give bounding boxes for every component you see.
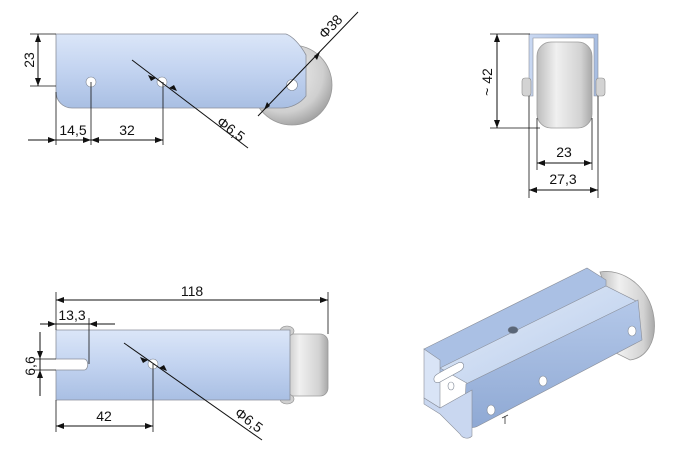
dim-slot-width: 6,6 [22,332,56,396]
end-wheel [536,41,593,129]
iso-side-hole-1 [538,375,548,387]
dim-height-label: 23 [21,52,37,68]
dim-hole-position: 42 [55,364,154,432]
dim-slot-depth-label: 13,3 [58,307,85,323]
dim-hole-diameter-label: Φ6,5 [214,113,248,144]
iso-axis-mark [501,414,509,424]
isometric-view [423,267,655,439]
dim-hole-offset-label: 14,5 [59,122,86,138]
dim-total-height-label: ~ 42 [479,68,495,96]
iso-end-hole [447,381,455,391]
dim-total-height: ~ 42 [479,33,540,129]
dim-overall-width-label: 27,3 [549,171,576,187]
dim-wheel-width-label: 23 [556,144,572,160]
axle-head-right [595,77,606,97]
iso-top-hole [507,326,519,334]
dim-overall-width: 27,3 [528,96,599,198]
wheel-side [283,333,329,397]
axle-hole [286,79,298,91]
dim-length: 118 [55,283,329,334]
iso-slot [433,362,464,383]
bracket-bottom-body [55,329,291,401]
iso-side-hole-2 [486,404,496,416]
axle-head-left [521,77,532,97]
dim-hole-spacing-label: 32 [119,122,135,138]
end-view: ~ 42 23 27,3 [479,33,606,198]
dim-hole-spacing: 14,5 32 [28,82,164,145]
end-bracket [528,33,599,97]
dim-wheel-diameter-label: Φ38 [315,11,345,42]
dim-hole-position-label: 42 [96,408,112,424]
side-view-top: 23 14,5 32 Φ6,5 Φ38 [21,11,359,149]
iso-axle-hole [627,325,637,337]
dim-slot-width-label: 6,6 [22,356,38,376]
iso-end-face-bottom [423,389,473,439]
dim-wheel-width: 23 [536,118,593,170]
dim-length-label: 118 [181,283,204,299]
dim-height: 23 [21,33,56,87]
side-view-bottom: 118 13,3 6,6 42 [22,283,329,441]
dim-slot-depth: 13,3 [40,307,115,364]
bracket-body [55,33,307,109]
